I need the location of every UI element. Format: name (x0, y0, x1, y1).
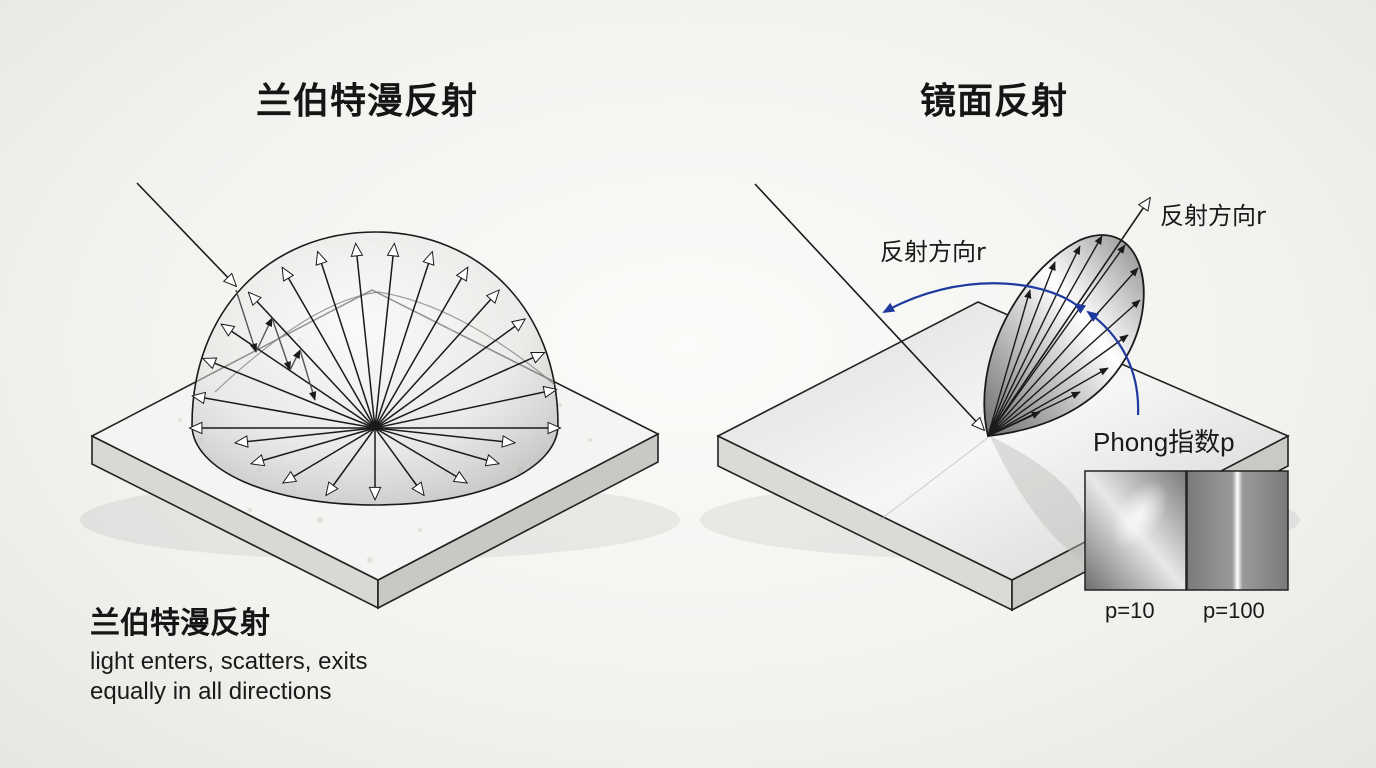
diffuse-ray (356, 244, 376, 429)
diffuse-ray (374, 427, 424, 495)
diffuse-ray (374, 427, 498, 464)
blue-arc-phong (1086, 310, 1140, 416)
scatter-path (235, 289, 317, 401)
diffuse-ray (193, 396, 376, 429)
diffuse-rays (190, 244, 560, 499)
reflection-direction-label-top: 反射方向r (1160, 202, 1266, 230)
diffuse-ray (374, 291, 499, 429)
diffuse-ray (374, 390, 556, 429)
lobe-ray (987, 289, 1032, 437)
thumb-label-p100: p=100 (1203, 598, 1265, 623)
thumb-label-p10: p=10 (1105, 598, 1155, 623)
reflected-ray (987, 198, 1150, 437)
lobe-ray (987, 245, 1081, 437)
diffuse-ray (374, 427, 467, 483)
diffuse-ray (204, 359, 376, 429)
lobe-ray (987, 367, 1109, 437)
diffuse-ray (283, 427, 376, 483)
phong-exponent-label: Phong指数p (1093, 427, 1235, 457)
incident-ray-left (136, 182, 236, 286)
lobe-ray (987, 299, 1141, 437)
caption-line-2: equally in all directions (90, 678, 332, 705)
diffuse-ray (374, 252, 432, 429)
lobe-ray (987, 411, 1041, 437)
diffuse-ray (326, 427, 376, 495)
lobe-ray (987, 235, 1103, 437)
diffuse-ray (249, 293, 376, 429)
lobe-ray (987, 244, 1126, 437)
caption-line-1: light enters, scatters, exits (90, 648, 368, 675)
diffuse-ray (252, 427, 376, 464)
diffuse-ray (374, 427, 514, 443)
slab-top-glossy (716, 301, 1290, 581)
thumb-p100 (1186, 470, 1289, 591)
caption-heading: 兰伯特漫反射 (90, 606, 270, 641)
diffuse-ray (236, 427, 376, 443)
diffuse-ray (374, 244, 394, 429)
diffuse-ray (318, 252, 376, 429)
diffuse-ray (374, 268, 468, 429)
diffuse-ray (222, 325, 376, 429)
reflection-direction-label-left: 反射方向r (880, 238, 986, 266)
specular-title: 镜面反射 (920, 81, 1069, 122)
lobe-ray (987, 267, 1139, 437)
diffuse-title: 兰伯特漫反射 (256, 81, 479, 122)
diffuse-ray (374, 353, 544, 429)
diffuse-ray (283, 268, 376, 429)
incident-ray-right (754, 183, 984, 430)
phong-thumbnails (1084, 470, 1289, 591)
blue-arc-reflection (882, 282, 1087, 314)
lobe-ray (987, 334, 1129, 437)
diffuse-ray (374, 319, 525, 429)
